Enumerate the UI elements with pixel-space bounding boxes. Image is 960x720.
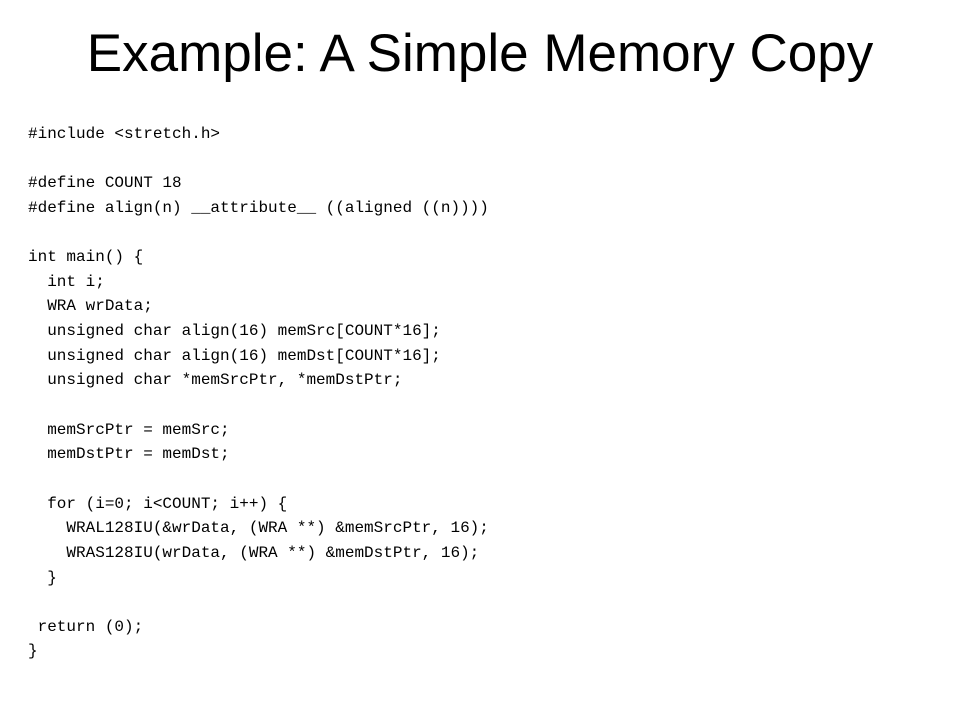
code-line [28, 467, 489, 492]
code-line: WRA wrData; [28, 297, 153, 316]
code-line: unsigned char align(16) memDst[COUNT*16]… [28, 346, 441, 365]
code-line [28, 393, 489, 418]
code-line: memDstPtr = memDst; [28, 445, 230, 464]
code-line [28, 590, 489, 615]
code-line: for (i=0; i<COUNT; i++) { [28, 494, 288, 513]
code-line: int main() { [28, 248, 144, 267]
code-line: } [28, 568, 57, 587]
code-line: return (0); [28, 617, 144, 636]
code-line: #include <stretch.h> [28, 125, 221, 143]
code-line [28, 221, 489, 246]
code-listing: #include <stretch.h> #define COUNT 18 #d… [28, 122, 489, 664]
code-line: } [28, 642, 38, 661]
code-line: WRAS128IU(wrData, (WRA **) &memDstPtr, 1… [28, 543, 480, 562]
code-line: memSrcPtr = memSrc; [28, 420, 230, 439]
code-line [28, 147, 489, 172]
code-line: unsigned char align(16) memSrc[COUNT*16]… [28, 322, 441, 341]
code-line: int i; [28, 272, 105, 291]
code-line: unsigned char *memSrcPtr, *memDstPtr; [28, 371, 403, 390]
code-line: #define COUNT 18 [28, 174, 182, 193]
code-line: WRAL128IU(&wrData, (WRA **) &memSrcPtr, … [28, 519, 489, 538]
slide-title: Example: A Simple Memory Copy [86, 24, 874, 83]
code-line: #define align(n) __attribute__ ((aligned… [28, 198, 489, 217]
